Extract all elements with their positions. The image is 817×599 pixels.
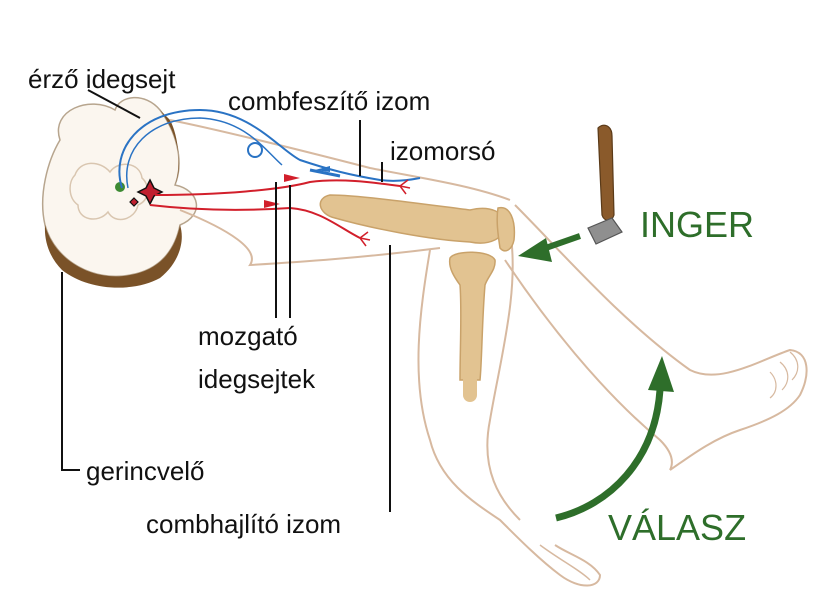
label-stimulus: INGER (640, 204, 754, 245)
label-spinal-cord: gerincvelő (86, 456, 205, 486)
label-motor-neurons-line1: mozgató (198, 321, 298, 351)
patella (497, 208, 514, 251)
spinal-cord-section (43, 98, 197, 288)
label-motor-neurons-line2: idegsejtek (198, 364, 316, 394)
label-quadriceps: combfeszítő izom (228, 86, 430, 116)
label-sensory-neuron: érző idegsejt (28, 64, 176, 94)
femur (320, 195, 505, 243)
tibia (450, 252, 495, 380)
sensory-ganglion (248, 143, 262, 157)
curved-arrow-up-icon (648, 356, 674, 392)
label-response: VÁLASZ (608, 507, 746, 548)
label-hamstring: combhajlító izom (146, 509, 341, 539)
label-muscle-spindle: izomorsó (390, 136, 495, 166)
lower-leg-hanging (418, 230, 600, 586)
bones (320, 195, 514, 395)
arrow-left-icon (518, 238, 552, 262)
reflex-hammer-icon (588, 125, 622, 244)
